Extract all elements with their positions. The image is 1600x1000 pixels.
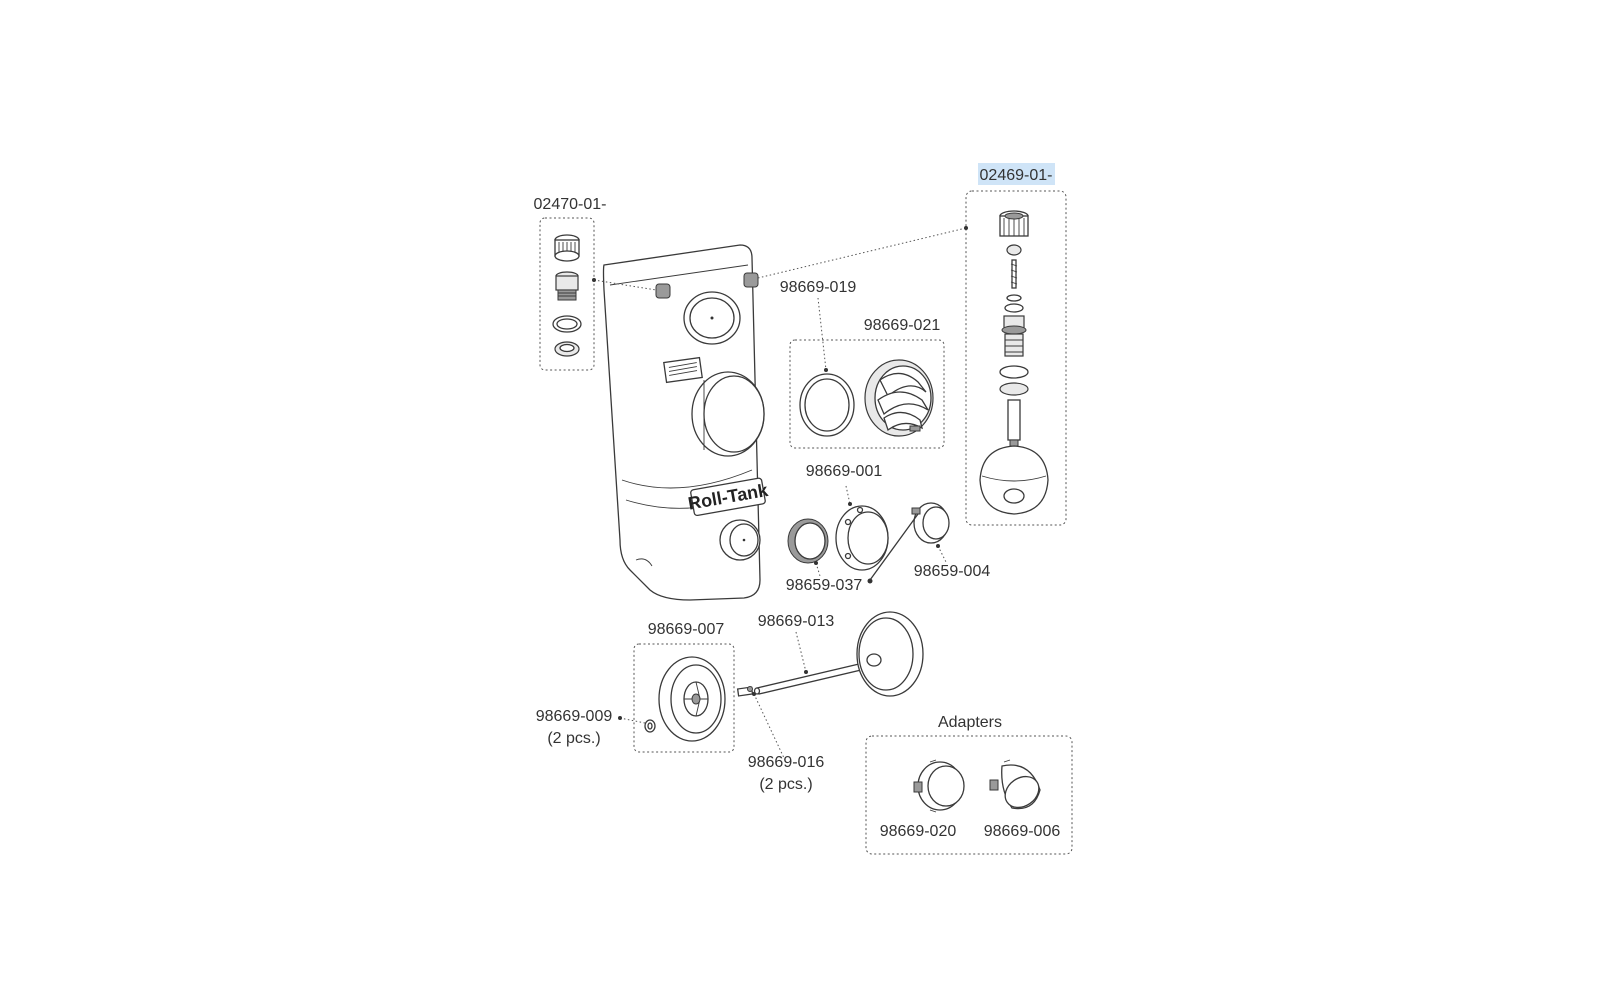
vent-kit-box bbox=[965, 190, 1067, 526]
label-adapter-020: 98669-020 bbox=[880, 823, 957, 840]
label-wheel-007: 98669-007 bbox=[648, 621, 725, 638]
adapter-006 bbox=[989, 759, 1041, 810]
label-adapter-006: 98669-006 bbox=[984, 823, 1061, 840]
seal-ring-019 bbox=[799, 373, 855, 437]
fill-kit-box bbox=[539, 217, 595, 371]
label-clip-009-qty: (2 pcs.) bbox=[547, 730, 600, 747]
label-pin-016-qty: (2 pcs.) bbox=[759, 776, 812, 793]
label-clip-009: 98669-009 bbox=[536, 708, 613, 725]
label-fill-kit: 02470-01- bbox=[534, 196, 607, 213]
roll-tank-body: Roll-Tank bbox=[602, 244, 770, 601]
label-adapters-title: Adapters bbox=[938, 714, 1002, 731]
label-vent-kit[interactable]: 02469-01- bbox=[980, 167, 1053, 184]
cap-set-box bbox=[789, 339, 945, 449]
vent-kit-parts bbox=[979, 210, 1049, 515]
wheel-007 bbox=[658, 656, 726, 742]
cap-021 bbox=[864, 359, 934, 437]
ring-037 bbox=[787, 518, 829, 564]
label-seal-019: 98669-019 bbox=[780, 279, 857, 296]
label-cap-004: 98659-004 bbox=[914, 563, 991, 580]
clip-009 bbox=[644, 719, 656, 733]
label-vent-kit-highlight bbox=[978, 163, 1055, 185]
adapter-020 bbox=[913, 759, 965, 813]
cap-004 bbox=[867, 502, 950, 584]
fill-kit-parts bbox=[552, 234, 582, 357]
adapters-box bbox=[865, 735, 1073, 855]
wheel-far bbox=[856, 611, 924, 697]
label-pin-016: 98669-016 bbox=[748, 754, 825, 771]
label-flange-001: 98669-001 bbox=[806, 463, 883, 480]
tank-logo-plate bbox=[663, 356, 703, 384]
label-cap-021: 98669-021 bbox=[864, 317, 941, 334]
flange-001 bbox=[835, 505, 889, 571]
wheel-box bbox=[633, 643, 735, 753]
label-axle-013: 98669-013 bbox=[758, 613, 835, 630]
pin-016 bbox=[736, 686, 754, 697]
part-labels: 02470-01- 02469-01- 98669-019 98669-021 … bbox=[534, 163, 1061, 840]
label-ring-037: 98659-037 bbox=[786, 577, 863, 594]
